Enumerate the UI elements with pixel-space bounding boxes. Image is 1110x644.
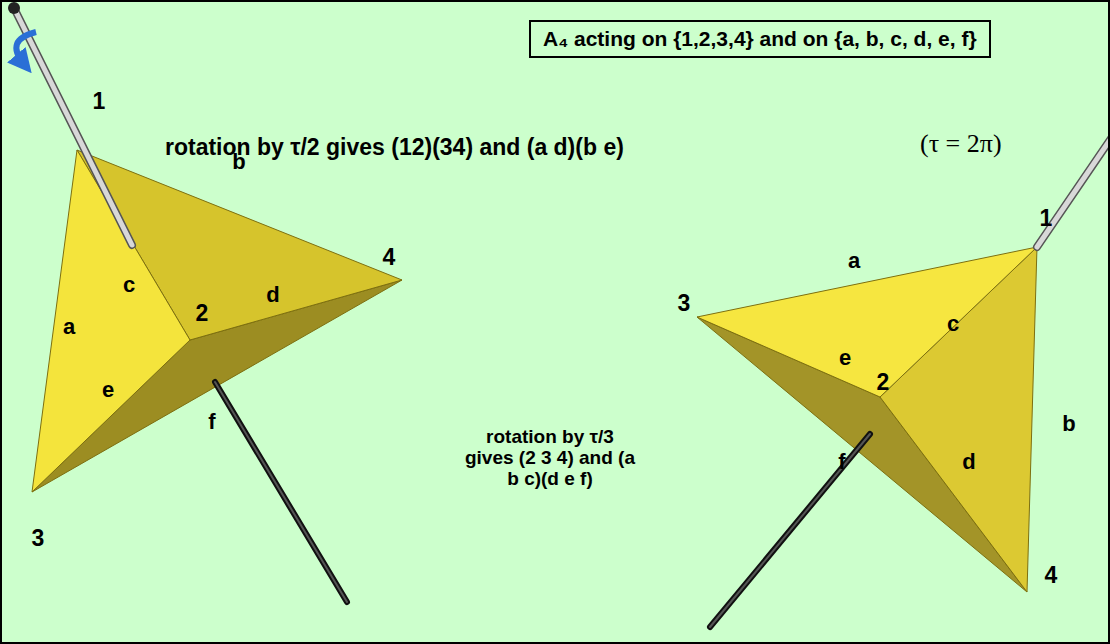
vertex-number: 4 xyxy=(383,245,396,270)
vertex-number: 1 xyxy=(1040,206,1053,231)
left-black-rod xyxy=(215,382,347,602)
edge-letter: f xyxy=(838,450,845,474)
left-gray-rod xyxy=(8,2,132,245)
vertex-number: 3 xyxy=(32,526,45,551)
edge-letter: c xyxy=(123,273,135,297)
edge-letter: c xyxy=(947,312,959,336)
tau-note: (τ = 2π) xyxy=(920,130,1002,159)
vertex-number: 3 xyxy=(678,291,691,316)
vertex-number: 2 xyxy=(196,301,209,326)
edge-letter: a xyxy=(848,249,860,273)
edge-letter: e xyxy=(839,346,851,370)
rotation-arrow xyxy=(16,32,36,64)
edge-letter: a xyxy=(63,315,75,339)
edge-letter: d xyxy=(266,283,279,307)
left-tetrahedron xyxy=(32,150,402,492)
edge-letter: b xyxy=(232,150,245,174)
right-gray-rod xyxy=(1037,134,1110,247)
vertex-number: 1 xyxy=(93,89,106,114)
edge-letter: d xyxy=(962,450,975,474)
edge-letter: b xyxy=(1062,412,1075,436)
rotation-caption: rotation by τ/3 gives (2 3 4) and (a b c… xyxy=(460,427,640,490)
title-text: A₄ acting on {1,2,3,4} and on {a, b, c, … xyxy=(543,27,977,51)
right-black-rod xyxy=(710,434,870,627)
vertex-number: 2 xyxy=(877,370,890,395)
edge-letter: e xyxy=(102,378,114,402)
edge-letter: f xyxy=(208,410,215,434)
vertex-number: 4 xyxy=(1045,563,1058,588)
title-box: A₄ acting on {1,2,3,4} and on {a, b, c, … xyxy=(529,20,991,58)
right-tetrahedron xyxy=(697,247,1037,592)
